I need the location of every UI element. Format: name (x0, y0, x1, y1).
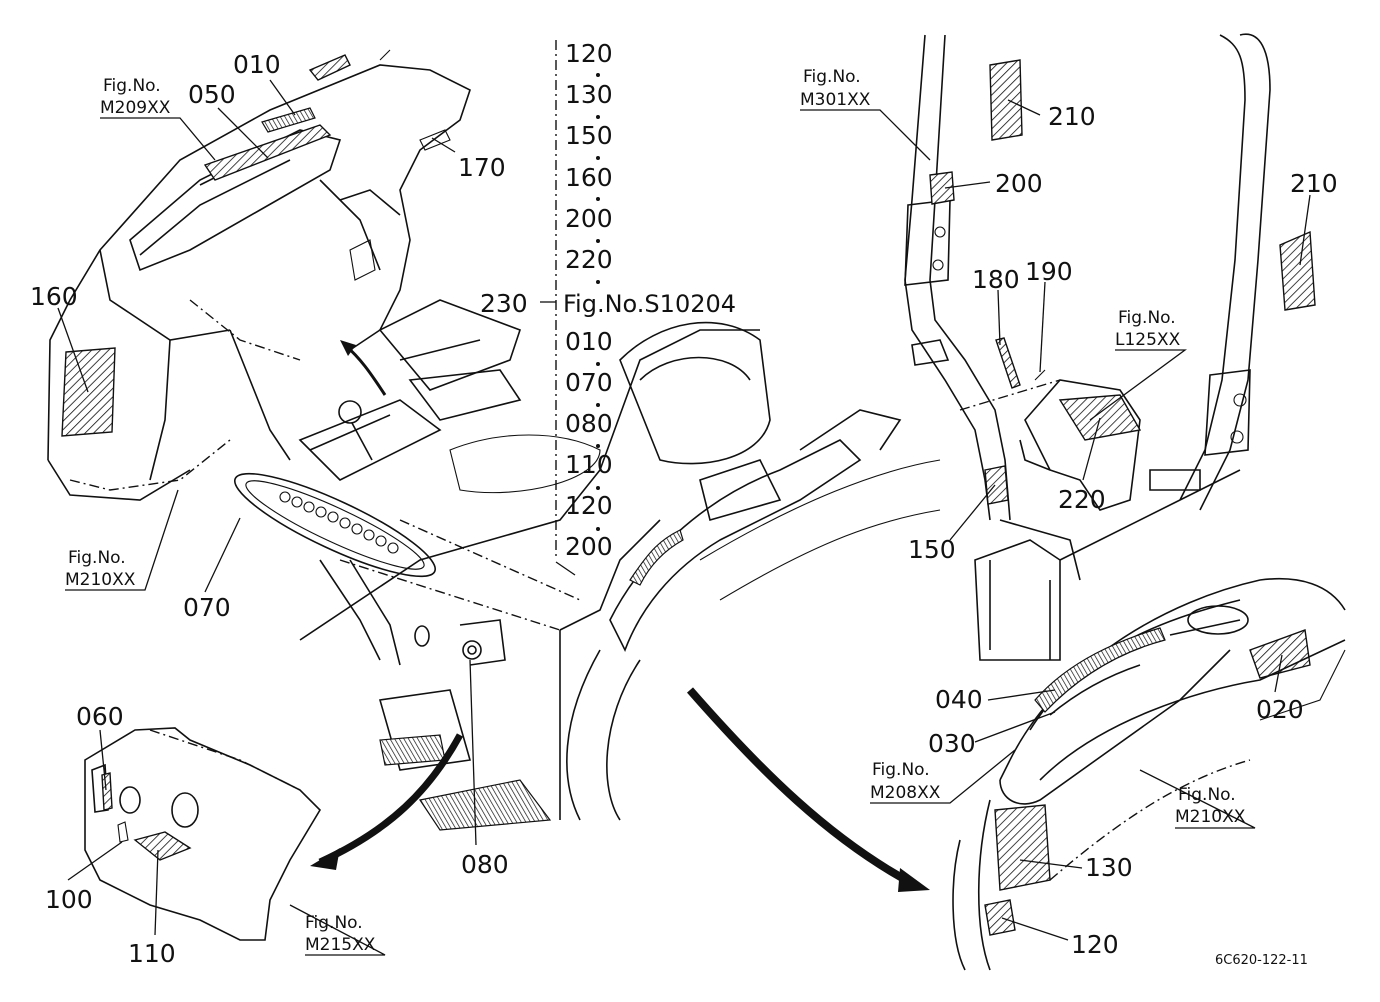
figref-l125-line2[interactable]: L125XX (1115, 330, 1181, 350)
figref-m210a-line1: Fig.No. (68, 548, 126, 568)
callout-220: 220 (1058, 485, 1106, 514)
callout-180: 180 (972, 265, 1020, 294)
callout-170: 170 (458, 153, 506, 182)
ref-top-3: 160 (565, 163, 613, 192)
callout-070: 070 (183, 593, 231, 622)
lower-left-panel-part (84, 727, 322, 941)
figref-m210a-line2[interactable]: M210XX (65, 570, 136, 590)
callout-100: 100 (45, 885, 93, 914)
rops-frame-part (904, 33, 1316, 661)
figref-m209-line2[interactable]: M209XX (100, 98, 171, 118)
callout-150: 150 (908, 535, 956, 564)
figref-m210b-line1: Fig.No. (1178, 785, 1236, 805)
ref-fig-label[interactable]: Fig.No.S10204 (563, 290, 736, 318)
figref-m208-line2[interactable]: M208XX (870, 783, 941, 803)
callout-130: 130 (1085, 853, 1133, 882)
figref-l125-line1: Fig.No. (1118, 308, 1176, 328)
ref-top-5: 220 (565, 245, 613, 274)
callout-050: 050 (188, 80, 236, 109)
figref-m209-line1: Fig.No. (103, 76, 161, 96)
callout-040: 040 (935, 685, 983, 714)
figref-m215-line2[interactable]: M215XX (305, 935, 376, 955)
right-fender-part (952, 577, 1346, 971)
front-console-part (47, 49, 471, 501)
ref-bottom-2: 080 (565, 409, 613, 438)
ref-top-0: 120 (565, 39, 613, 68)
callout-230: 230 (480, 289, 528, 318)
callout-020: 020 (1256, 695, 1304, 724)
ref-bottom-0: 010 (565, 327, 613, 356)
leader-lines (57, 79, 1311, 956)
callout-060: 060 (76, 702, 124, 731)
direction-arrows (310, 340, 930, 892)
callout-190: 190 (1025, 257, 1073, 286)
figref-m215-line1: Fig.No. (305, 913, 363, 933)
figref-m210b-line2[interactable]: M210XX (1175, 807, 1246, 827)
callout-030: 030 (928, 729, 976, 758)
callout-210-top: 210 (1048, 102, 1096, 131)
ref-bottom-5: 200 (565, 532, 613, 561)
callout-010: 010 (233, 50, 281, 79)
callout-110: 110 (128, 939, 176, 968)
ref-top-1: 130 (565, 80, 613, 109)
part-callouts: 010 050 170 160 070 060 100 110 080 230 … (30, 50, 1338, 968)
ref-bottom-3: 110 (565, 450, 613, 479)
drawing-code: 6C620-122-11 (1215, 953, 1308, 968)
reference-list: 120 130 150 160 200 220 Fig.No.S10204 01… (540, 39, 736, 576)
callout-210-right: 210 (1290, 169, 1338, 198)
ref-bottom-4: 120 (565, 491, 613, 520)
figref-m208-line1: Fig.No. (872, 760, 930, 780)
callout-080: 080 (461, 850, 509, 879)
tractor-center-view (233, 299, 941, 831)
figure-references: Fig.No. M209XX Fig.No. M210XX Fig.No. M2… (65, 67, 1246, 955)
figref-m301-line1: Fig.No. (803, 67, 861, 87)
callout-120: 120 (1071, 930, 1119, 959)
ref-bottom-1: 070 (565, 368, 613, 397)
callout-200: 200 (995, 169, 1043, 198)
ref-top-4: 200 (565, 204, 613, 233)
steering-wheel-grip (279, 491, 399, 554)
callout-160: 160 (30, 282, 78, 311)
ref-top-2: 150 (565, 121, 613, 150)
figref-m301-line2[interactable]: M301XX (800, 90, 871, 110)
